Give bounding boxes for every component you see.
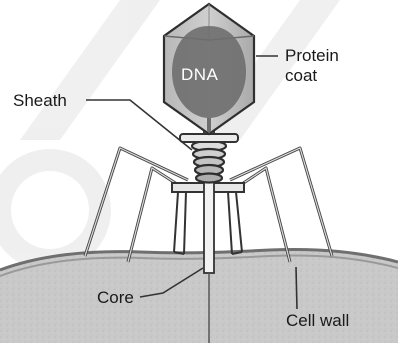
dna-label: DNA xyxy=(181,65,218,85)
protein-coat-label-line2: coat xyxy=(285,66,317,85)
sheath-coil xyxy=(192,141,226,183)
sheath-label: Sheath xyxy=(13,91,67,110)
core-label: Core xyxy=(97,288,134,307)
protein-coat-label-line1: Protein xyxy=(285,46,339,65)
cell-wall-label: Cell wall xyxy=(286,311,349,330)
